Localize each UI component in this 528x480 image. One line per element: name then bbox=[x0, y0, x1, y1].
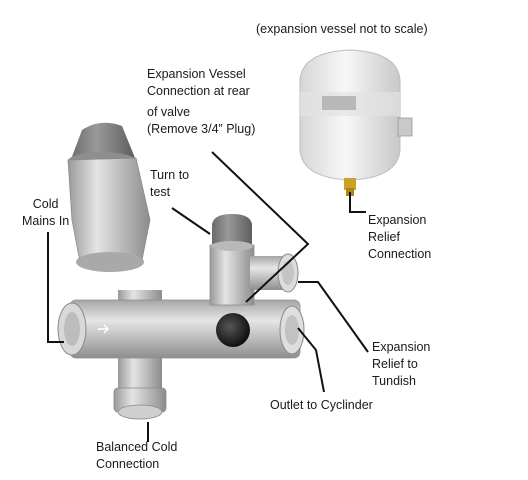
leader-cold-mains bbox=[47, 232, 64, 343]
leader-vessel-connection bbox=[211, 151, 310, 303]
expansion-vessel bbox=[299, 49, 413, 196]
leader-outlet bbox=[297, 327, 325, 393]
leader-relief-tundish bbox=[298, 281, 369, 353]
expansion-relief-tundish-label: Expansion Relief to Tundish bbox=[372, 340, 431, 388]
cold-mains-in-label: Cold Mains In bbox=[22, 197, 70, 228]
leader-lines bbox=[47, 151, 369, 442]
turn-to-test-label: Turn to test bbox=[150, 168, 190, 199]
leader-relief-connection bbox=[349, 192, 366, 213]
vessel-scale-note: (expansion vessel not to scale) bbox=[256, 22, 428, 36]
balanced-cold-connection-label: Balanced Cold Connection bbox=[96, 440, 178, 471]
outlet-to-cylinder-label: Outlet to Cyclinder bbox=[270, 398, 373, 412]
valve-body bbox=[57, 122, 305, 420]
vessel-connection-label: Expansion Vessel Connection at rear of v… bbox=[147, 67, 256, 136]
expansion-relief-connection-label: Expansion Relief Connection bbox=[368, 213, 432, 261]
leader-turn-to-test bbox=[171, 207, 211, 235]
